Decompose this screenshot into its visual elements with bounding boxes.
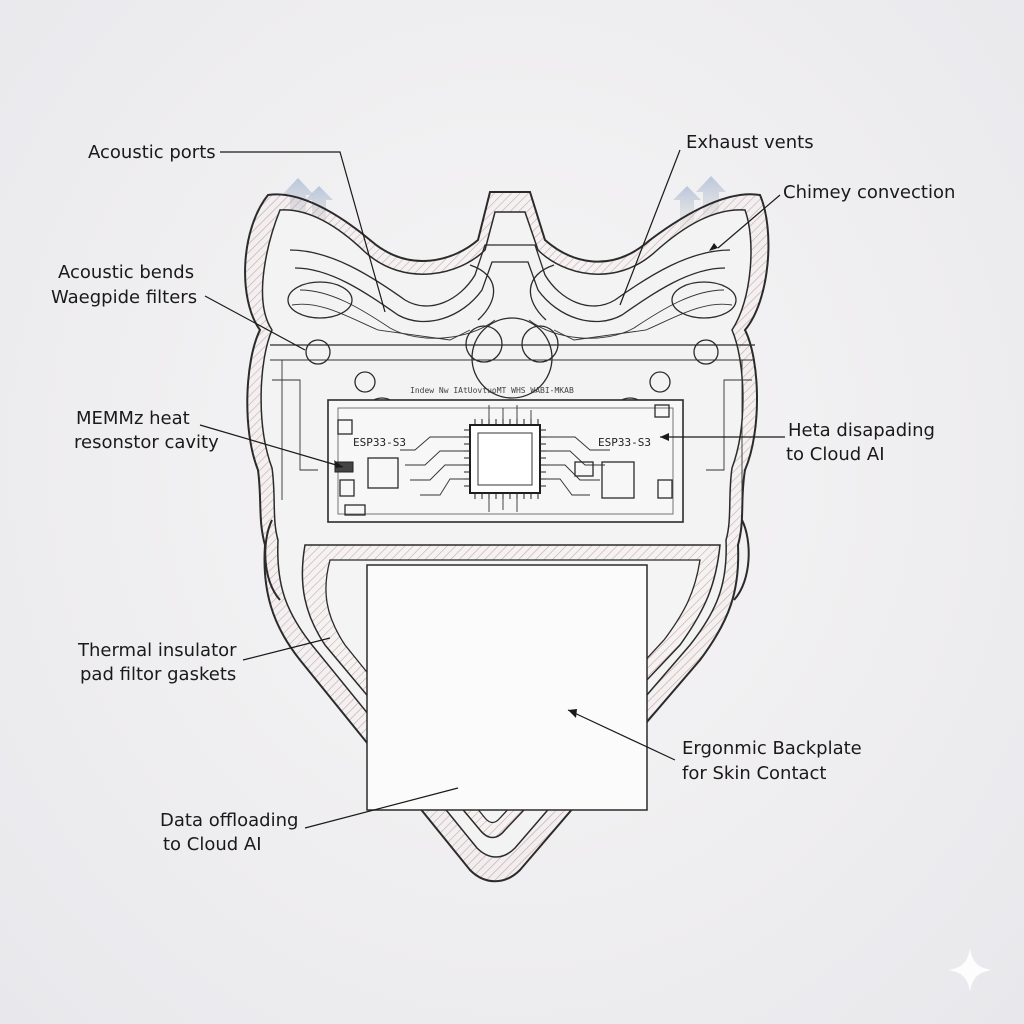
- label-ergonomic-backplate: Ergonmic Backplate: [682, 738, 862, 759]
- label-acoustic-ports: Acoustic ports: [88, 142, 216, 163]
- label-chimney-convection: Chimey convection: [783, 182, 955, 203]
- labels: Acoustic ports Exhaust vents Chimey conv…: [51, 132, 955, 855]
- label-data-offloading: Data offloading: [160, 810, 298, 831]
- label-filter-gaskets: pad filtor gaskets: [80, 664, 236, 685]
- label-thermal-insulator: Thermal insulator: [77, 640, 237, 661]
- device-shell: [244, 191, 770, 883]
- sparkle-icon: [948, 948, 992, 992]
- label-skin-contact: for Skin Contact: [682, 763, 826, 784]
- mcu-chip: [469, 424, 541, 494]
- label-heat-cloud: to Cloud AI: [786, 444, 885, 465]
- memmz-sensor: [334, 461, 354, 473]
- label-exhaust-vents: Exhaust vents: [686, 132, 814, 153]
- label-resonator-cavity: resonstor cavity: [74, 432, 219, 453]
- board-silkscreen: Indew Nw IAtUovtuoMT WHS WABI-MKAB: [410, 386, 574, 395]
- circuit-board: Indew Nw IAtUovtuoMT WHS WABI-MKAB: [327, 386, 684, 523]
- label-acoustic-bends: Acoustic bends: [58, 262, 194, 283]
- chip-label-left: ESP33-S3: [353, 436, 406, 449]
- label-memmz-heat: MEMMz heat: [76, 408, 190, 429]
- backplate-window: [366, 564, 648, 811]
- chip-label-right: ESP33-S3: [598, 436, 651, 449]
- leader-lines: [199, 149, 785, 829]
- label-waveguide-filters: Waegpide filters: [51, 287, 197, 308]
- label-heat-dissipation: Heta disapading: [788, 420, 935, 441]
- label-cloud-ai: to Cloud AI: [163, 834, 262, 855]
